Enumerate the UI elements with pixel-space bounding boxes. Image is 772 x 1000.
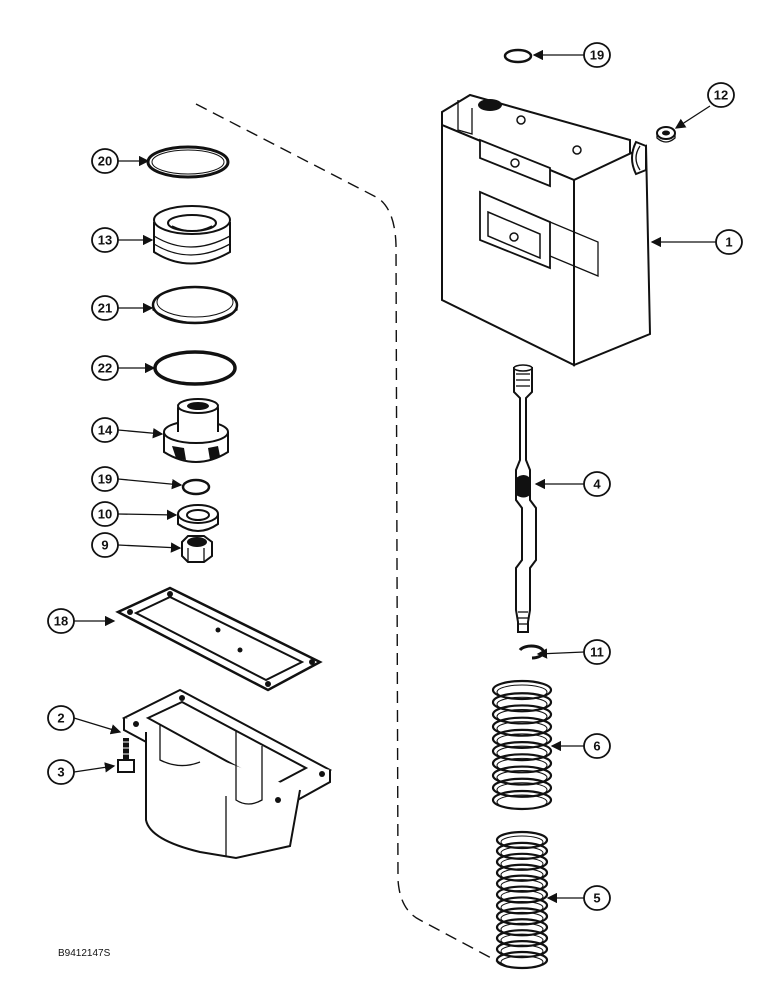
spring-coil-inner [500,879,544,893]
spring-coil-inner [500,857,544,871]
part-22-o-ring [153,350,237,386]
leader-lines [73,49,716,904]
part-1-valve-body [441,93,652,367]
part-13-seal [153,205,231,265]
callout-9: 9 [91,532,119,558]
spring-coil-inner [500,933,544,947]
callout-11: 11 [583,639,611,665]
callout-19-left: 19 [91,466,119,492]
callout-6: 6 [583,733,611,759]
svg-text:6: 6 [593,739,600,754]
spring-coil-inner [496,708,548,724]
spring-coil-inner [496,721,548,737]
spring-coil-inner [496,696,548,712]
spring-coil-inner [500,835,544,849]
svg-text:3: 3 [57,765,64,780]
callout-5: 5 [583,885,611,911]
part-19-top-o-ring [503,48,533,64]
svg-text:13: 13 [98,233,112,248]
callout-18: 18 [47,608,75,634]
spring-coil-inner [496,757,548,773]
spring-coil-inner [500,955,544,969]
drawing-reference: B9412147S [58,948,111,959]
part-6-spring [491,679,553,811]
svg-text:1: 1 [725,235,732,250]
part-9-nut [181,535,213,563]
part-20-o-ring [146,145,230,179]
callout-19-right: 19 [583,42,611,68]
part-3-bolt [117,738,135,773]
spring-coil-inner [500,911,544,925]
svg-text:21: 21 [98,301,112,316]
spring-coil-inner [496,733,548,749]
part-12-plug [656,126,676,143]
spring-coil-inner [500,890,544,904]
part-14-seat [163,398,229,463]
callout-4: 4 [583,471,611,497]
svg-text:10: 10 [98,507,112,522]
callout-2: 2 [47,705,75,731]
callout-3: 3 [47,759,75,785]
callout-22: 22 [91,355,119,381]
spring-coil-inner [496,684,548,700]
spring-coil-inner [500,922,544,936]
callout-14: 14 [91,417,119,443]
callout-10: 10 [91,501,119,527]
part-18-gasket [115,586,323,692]
part-10-bearing [177,504,219,532]
svg-text:12: 12 [714,88,728,103]
spring-coil-inner [500,900,544,914]
svg-text:2: 2 [57,711,64,726]
svg-text:19: 19 [98,472,112,487]
svg-text:20: 20 [98,154,112,169]
spring-coil-inner [500,868,544,882]
part-19-small-o-ring [181,478,211,496]
part-21-ring [151,285,239,325]
callout-20: 20 [91,148,119,174]
callout-12: 12 [707,82,735,108]
svg-text:4: 4 [593,477,601,492]
svg-text:22: 22 [98,361,112,376]
assembly-dashed-line [195,103,511,969]
callout-1: 1 [715,229,743,255]
callout-21: 21 [91,295,119,321]
spring-coil-inner [500,944,544,958]
part-5-spring [495,830,549,970]
part-4-valve-spool [513,364,537,633]
spring-coil-inner [496,745,548,761]
svg-text:11: 11 [590,645,604,660]
spring-coil-inner [496,794,548,810]
svg-text:9: 9 [101,538,108,553]
callout-13: 13 [91,227,119,253]
svg-text:14: 14 [98,423,113,438]
part-11-snap-ring [518,644,545,660]
spring-coil-inner [496,770,548,786]
svg-text:19: 19 [590,48,604,63]
part-2-housing [121,688,333,860]
svg-text:18: 18 [54,614,68,629]
spring-coil-inner [496,782,548,798]
spring-coil-inner [500,846,544,860]
svg-text:5: 5 [593,891,600,906]
